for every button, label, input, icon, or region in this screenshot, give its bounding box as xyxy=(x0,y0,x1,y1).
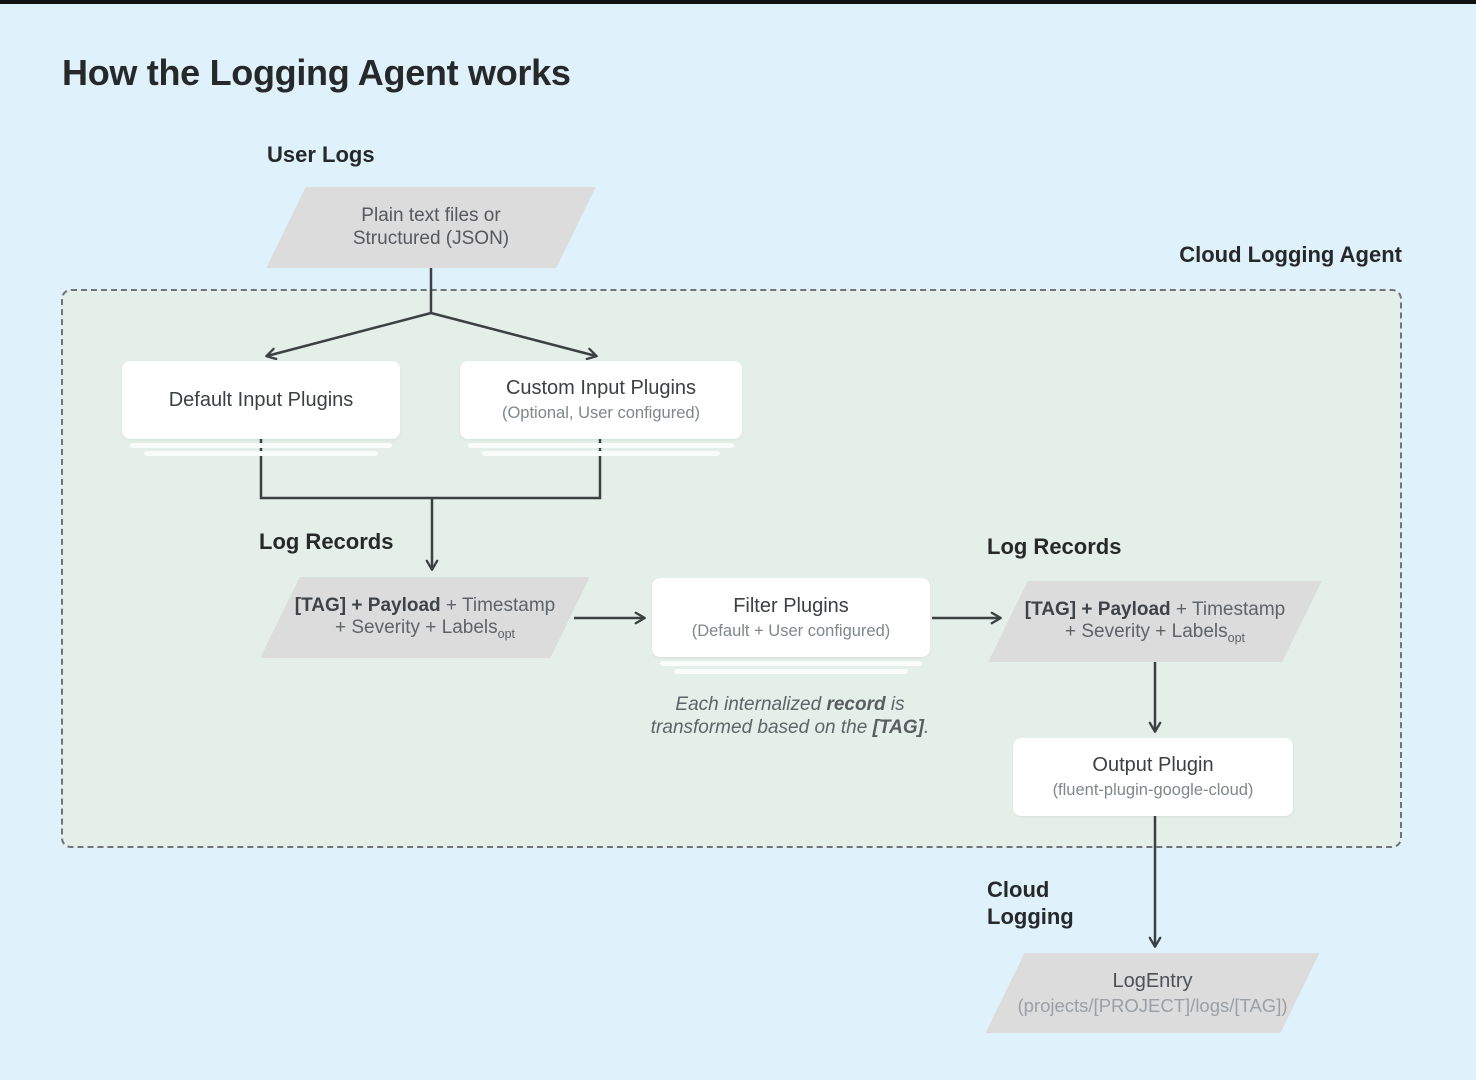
filter-transform-note: Each internalized record is transformed … xyxy=(650,694,930,738)
custom-input-plugins-node: Custom Input Plugins (Optional, User con… xyxy=(460,361,742,439)
default-input-plugins-node: Default Input Plugins xyxy=(122,361,400,439)
output-plugin-node: Output Plugin (fluent-plugin-google-clou… xyxy=(1013,738,1293,816)
default-input-plugins-title: Default Input Plugins xyxy=(168,389,354,411)
log-record-right-line1: [TAG] + Payload + Timestamp xyxy=(1024,598,1286,620)
output-plugin-title: Output Plugin xyxy=(1092,754,1214,776)
log-record-left-shape: [TAG] + Payload + Timestamp + Severity +… xyxy=(260,577,590,658)
cloud-logging-label: Cloud Logging xyxy=(987,877,1074,929)
filter-plugins-title: Filter Plugins xyxy=(733,594,849,617)
filter-plugins-subtitle: (Default + User configured) xyxy=(691,621,891,640)
custom-input-plugins-subtitle: (Optional, User configured) xyxy=(501,404,701,422)
log-entry-subtitle: (projects/[PROJECT]/logs/[TAG]) xyxy=(1017,994,1288,1016)
cloud-logging-agent-label: Cloud Logging Agent xyxy=(1179,242,1402,267)
filter-plugins-stack-bar-1 xyxy=(660,661,922,666)
default-input-stack-bar-1 xyxy=(130,443,392,448)
log-record-right-shape: [TAG] + Payload + Timestamp + Severity +… xyxy=(988,581,1322,662)
log-records-right-label: Log Records xyxy=(987,534,1122,559)
window-top-bar xyxy=(0,0,1476,4)
log-entry-shape: LogEntry (projects/[PROJECT]/logs/[TAG]) xyxy=(985,953,1320,1033)
filter-plugins-stack-bar-2 xyxy=(674,669,908,674)
default-input-stack-bar-2 xyxy=(144,451,378,456)
user-log-files-line2: Structured (JSON) xyxy=(352,227,510,249)
filter-plugins-node: Filter Plugins (Default + User configure… xyxy=(652,578,930,657)
output-plugin-subtitle: (fluent-plugin-google-cloud) xyxy=(1052,781,1254,799)
log-record-left-line2: + Severity + Labelsopt xyxy=(334,617,516,641)
user-logs-label: User Logs xyxy=(267,142,375,167)
custom-input-stack-bar-1 xyxy=(468,443,734,448)
custom-input-plugins-title: Custom Input Plugins xyxy=(505,377,697,399)
log-entry-title: LogEntry xyxy=(1112,969,1193,992)
log-records-left-label: Log Records xyxy=(259,529,394,554)
custom-input-stack-bar-2 xyxy=(482,451,720,456)
log-record-left-line1: [TAG] + Payload + Timestamp xyxy=(294,594,556,616)
user-log-files-shape: Plain text files or Structured (JSON) xyxy=(266,187,596,268)
user-log-files-line1: Plain text files or xyxy=(361,205,501,226)
page-title: How the Logging Agent works xyxy=(62,52,571,93)
log-record-right-line2: + Severity + Labelsopt xyxy=(1064,621,1246,645)
